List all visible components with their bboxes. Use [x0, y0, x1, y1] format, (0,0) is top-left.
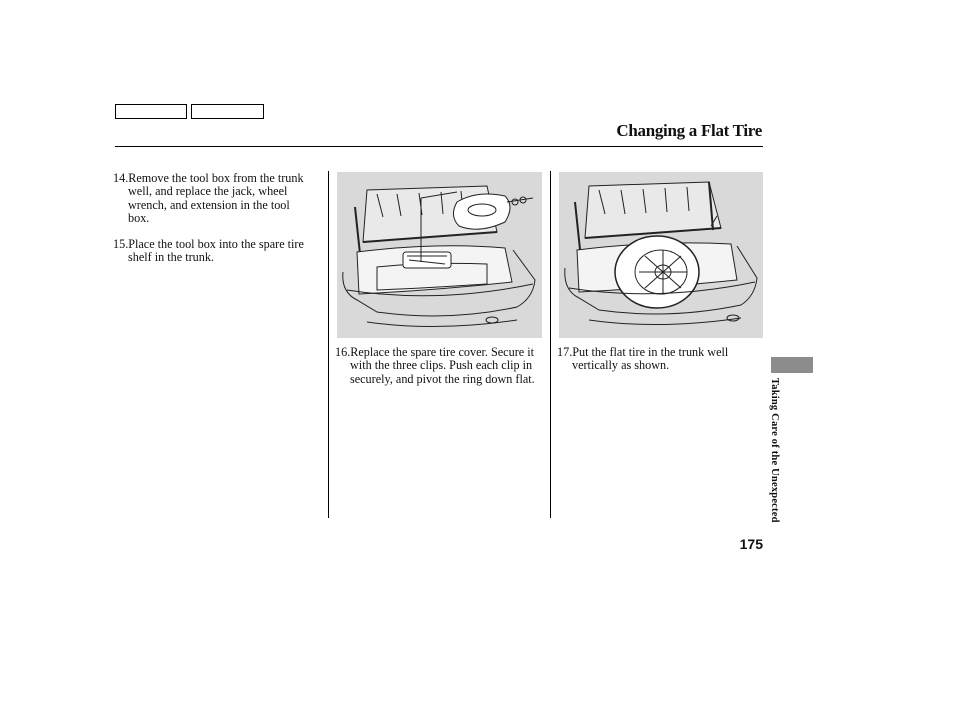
step-number: 15.	[113, 237, 129, 251]
nav-button-next[interactable]	[191, 104, 264, 119]
column-divider	[550, 171, 551, 518]
page-title: Changing a Flat Tire	[616, 121, 762, 140]
section-tab[interactable]	[771, 357, 813, 373]
step-text: Place the tool box into the spare tire s…	[128, 237, 304, 265]
column-divider	[328, 171, 329, 518]
step-14: 14.Remove the tool box from the trunk we…	[113, 171, 313, 226]
trunk-spare-cover-illustration	[337, 172, 542, 338]
step-text: Replace the spare tire cover. Secure it …	[350, 345, 535, 386]
step-number: 16.	[335, 345, 351, 359]
step-text: Put the flat tire in the trunk well vert…	[572, 345, 729, 373]
step-16: 16.Replace the spare tire cover. Secure …	[335, 345, 542, 386]
section-label: Taking Care of the Unexpected	[769, 378, 780, 523]
trunk-flat-tire-illustration	[559, 172, 763, 338]
step-17: 17.Put the flat tire in the trunk well v…	[557, 345, 757, 373]
page-number: 175	[739, 536, 763, 552]
step-number: 17.	[557, 345, 573, 359]
title-rule	[115, 146, 763, 147]
step-number: 14.	[113, 171, 129, 185]
nav-button-previous[interactable]	[115, 104, 187, 119]
step-15: 15.Place the tool box into the spare tir…	[113, 237, 313, 265]
step-text: Remove the tool box from the trunk well,…	[128, 171, 304, 226]
